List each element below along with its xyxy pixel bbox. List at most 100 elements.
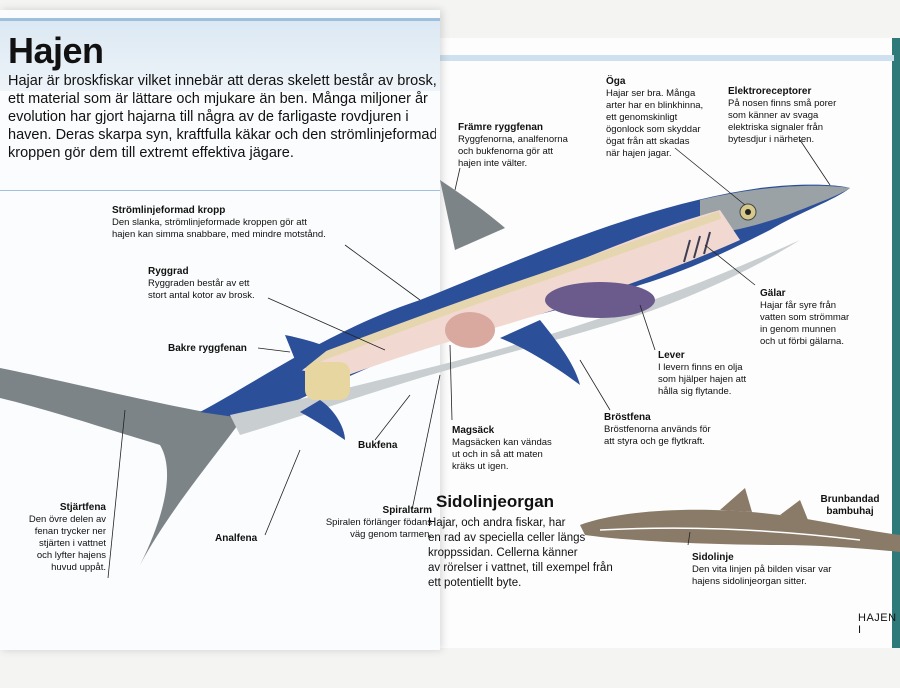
shark-front-dorsal-fin bbox=[440, 180, 505, 250]
shark-spiral-valve bbox=[305, 362, 350, 400]
label-gills: Gälar Hajar får syre från vatten som str… bbox=[760, 288, 849, 348]
label-title: bambuhaj bbox=[826, 506, 874, 517]
label-line: hajen kan simma snabbare, med mindre mot… bbox=[112, 229, 326, 240]
label-title: Öga bbox=[606, 76, 626, 87]
label-title: Sidolinje bbox=[692, 552, 734, 563]
label-title: Magsäck bbox=[452, 425, 495, 436]
shark-gills bbox=[683, 231, 711, 263]
label-line: och lyfter hajens bbox=[36, 550, 106, 561]
title-band bbox=[0, 18, 440, 91]
label-line: när hajen jagar. bbox=[606, 148, 672, 159]
label-line: Den vita linjen på bilden visar var bbox=[692, 564, 832, 575]
label-title: Analfena bbox=[215, 533, 258, 544]
shark-tail-fin bbox=[0, 368, 255, 565]
label-spiral-valve: Spiraltarm Spiralen förlänger födans väg… bbox=[320, 505, 432, 541]
label-line: och ut förbi gälarna. bbox=[760, 336, 844, 347]
shark-belly bbox=[230, 240, 800, 435]
section-line: en rad av speciella celler längs bbox=[428, 532, 586, 544]
label-line: Spiralen förlänger födans bbox=[325, 517, 432, 528]
label-line: ögat från att skadas bbox=[606, 136, 690, 147]
label-line: Magsäcken kan vändas bbox=[452, 437, 552, 448]
label-line: som känner av svaga bbox=[728, 110, 819, 121]
label-line: Bröstfenorna används för bbox=[604, 424, 711, 435]
intro-text: Hajar är broskfiskar vilket innebär att … bbox=[8, 72, 436, 162]
intro-line: Hajar är broskfiskar vilket innebär att … bbox=[8, 73, 436, 89]
label-line: hålla sig flytande. bbox=[658, 386, 732, 397]
label-line: väg genom tarmen. bbox=[350, 529, 432, 540]
label-title: Gälar bbox=[760, 288, 786, 299]
section-line: Hajar, och andra fiskar, har bbox=[428, 517, 566, 529]
label-anal-fin: Analfena bbox=[215, 533, 257, 545]
label-line: som hjälper hajen att bbox=[658, 374, 747, 385]
label-line: Hajar ser bra. Många bbox=[606, 88, 696, 99]
shark-spine bbox=[298, 211, 722, 369]
label-line: Ryggraden består av ett bbox=[148, 278, 250, 289]
running-head: HAJEN I bbox=[858, 612, 897, 636]
label-title: Lever bbox=[658, 350, 685, 361]
label-streamlined-body: Strömlinjeformad kropp Den slanka, ström… bbox=[112, 205, 326, 241]
label-line: in genom munnen bbox=[760, 324, 837, 335]
shark-cutaway bbox=[300, 210, 740, 378]
label-line: hajens sidolinjeorgan sitter. bbox=[692, 576, 807, 587]
label-title: Bukfena bbox=[358, 440, 398, 451]
shark-liver bbox=[545, 282, 655, 318]
label-electroreceptors: Elektroreceptorer På nosen finns små por… bbox=[728, 86, 836, 146]
bamboo-shark-fin bbox=[720, 488, 752, 512]
label-line: huvud uppåt. bbox=[51, 562, 106, 573]
label-title: Ryggrad bbox=[148, 266, 189, 277]
label-line: I levern finns en olja bbox=[658, 362, 743, 373]
label-line: ut och in så att maten bbox=[452, 449, 543, 460]
intro-line: haven. Deras skarpa syn, kraftfulla käka… bbox=[8, 127, 436, 143]
page-title: Hajen bbox=[8, 30, 104, 71]
label-title: Brunbandad bbox=[820, 494, 880, 505]
label-line: elektriska signaler från bbox=[728, 122, 824, 133]
label-line: att styra och ge flytkraft. bbox=[604, 436, 705, 447]
intro-line: kroppen gör dem till extremt effektiva j… bbox=[8, 145, 294, 161]
label-title: Spiraltarm bbox=[382, 505, 432, 516]
label-pectoral-fin: Bröstfena Bröstfenorna används för att s… bbox=[604, 412, 711, 448]
label-title: Stjärtfena bbox=[59, 502, 106, 513]
shark-pectoral-fin bbox=[500, 320, 580, 385]
label-line: vatten som strömmar bbox=[760, 312, 850, 323]
shark-stomach bbox=[445, 312, 495, 348]
label-bamboo-shark: Brunbandad bambuhaj bbox=[818, 494, 882, 518]
label-title: Strömlinjeformad kropp bbox=[112, 205, 226, 216]
section-line: ett potentiellt byte. bbox=[428, 577, 522, 589]
label-pelvic-fin: Bukfena bbox=[358, 440, 397, 452]
label-title: Främre ryggfenan bbox=[458, 122, 544, 133]
label-line: stjärten i vattnet bbox=[38, 538, 106, 549]
label-line: På nosen finns små porer bbox=[728, 98, 837, 109]
label-line: hajen inte välter. bbox=[458, 158, 528, 169]
label-title: Bakre ryggfenan bbox=[168, 343, 247, 354]
label-line: ögonlock som skyddar bbox=[606, 124, 701, 135]
section-text: Hajar, och andra fiskar, har en rad av s… bbox=[428, 516, 618, 591]
label-title: Elektroreceptorer bbox=[728, 86, 812, 97]
shark-pupil bbox=[745, 209, 751, 215]
bamboo-shark-fin bbox=[780, 500, 808, 520]
section-line: av rörelser i vattnet, till exempel från bbox=[428, 562, 613, 574]
label-line: ett genomskinligt bbox=[606, 112, 678, 123]
bamboo-lateral-line bbox=[599, 527, 861, 541]
bamboo-shark bbox=[580, 509, 900, 552]
label-line: stort antal kotor av brosk. bbox=[148, 290, 255, 301]
label-title: Bröstfena bbox=[604, 412, 651, 423]
label-line: bytesdjur i närheten. bbox=[728, 134, 815, 145]
label-line: Den övre delen av bbox=[28, 514, 106, 525]
label-liver: Lever I levern finns en olja som hjälper… bbox=[658, 350, 746, 398]
label-line: Den slanka, strömlinjeformade kroppen gö… bbox=[112, 217, 307, 228]
right-page-band bbox=[438, 55, 894, 61]
intro-line: evolution har gjort hajarna till några a… bbox=[8, 109, 409, 125]
label-line: fenan trycker ner bbox=[34, 526, 106, 537]
section-title: Sidolinjeorgan bbox=[436, 492, 555, 511]
label-spine: Ryggrad Ryggraden består av ett stort an… bbox=[148, 266, 255, 302]
section-line: kroppssidan. Cellerna känner bbox=[428, 547, 578, 559]
shark-rear-dorsal-fin bbox=[285, 335, 330, 372]
label-line: kräks ut igen. bbox=[452, 461, 509, 472]
label-lateral-line: Sidolinje Den vita linjen på bilden visa… bbox=[692, 552, 831, 588]
label-line: Ryggfenorna, analfenorna bbox=[458, 134, 568, 145]
leader-lines bbox=[107, 139, 831, 579]
intro-line: ett material som är lättare och mjukare … bbox=[8, 91, 428, 107]
label-tail-fin: Stjärtfena Den övre delen av fenan tryck… bbox=[8, 502, 106, 574]
